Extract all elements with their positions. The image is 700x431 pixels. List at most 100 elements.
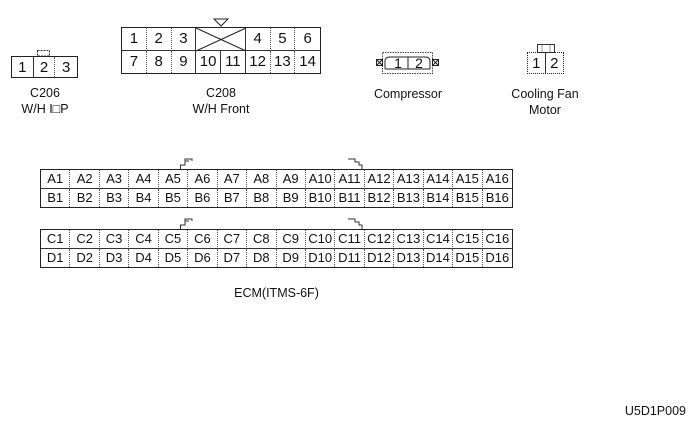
compressor-label: Compressor: [373, 87, 443, 101]
ecm-pin: D5: [159, 248, 189, 267]
ecm-pin: D7: [218, 248, 248, 267]
ecm-pin: C5: [158, 230, 189, 249]
c206-label: C206 W/H I□P: [0, 85, 90, 117]
c208-pin: 11: [221, 50, 246, 73]
c206-pin: 1: [12, 57, 34, 77]
ecm-pin: D15: [453, 248, 483, 267]
ecm-pin: C7: [217, 230, 248, 249]
ecm-pin: D12: [365, 248, 395, 267]
ecm-pin: C14: [423, 230, 454, 249]
ecm-pin: C1: [41, 230, 71, 249]
ecm-pin: C13: [394, 230, 424, 249]
c208-pin: 14: [299, 53, 316, 71]
cooling-fan-label: Cooling Fan Motor: [495, 86, 595, 118]
ecm-pin: A16: [482, 170, 512, 189]
ecm-pin: D4: [129, 248, 159, 267]
compressor-connector-outline: [376, 52, 439, 74]
ecm-pin: B2: [70, 188, 100, 207]
ecm-pin: A14: [423, 170, 454, 189]
ecm-pin: C6: [188, 230, 218, 249]
cooling-fan-name: Cooling Fan: [511, 87, 579, 101]
c208-pin: 10: [196, 50, 221, 73]
c206-name: C206: [30, 86, 60, 100]
ecm-pin: B8: [247, 188, 277, 207]
ecm-pin: B16: [485, 190, 509, 206]
ecm-pin: C11: [335, 230, 365, 249]
ecm-pin: A6: [188, 170, 218, 189]
ecm-label: ECM(ITMS-6F): [234, 286, 319, 300]
c208-pin: 4: [245, 28, 271, 51]
ecm-ab-lock-tab-icon: [348, 158, 363, 169]
c208-name: C208: [206, 86, 236, 100]
c206-lock-tab-icon: [37, 50, 50, 57]
ecm-pin: B3: [100, 188, 130, 207]
ecm-pin: A8: [247, 170, 277, 189]
cooling-fan-pin: 2: [550, 54, 559, 72]
ecm-pin: B9: [277, 188, 306, 207]
ecm-pin: C12: [364, 230, 395, 249]
c206-desc: W/H I□P: [21, 102, 69, 116]
ecm-pin: D10: [306, 248, 336, 267]
ecm-pin: B12: [365, 188, 395, 207]
ecm-pin: A7: [217, 170, 248, 189]
c208-pin: 7: [122, 50, 147, 73]
c206-connector: 1 2 3: [11, 56, 78, 78]
c208-desc: W/H Front: [192, 102, 250, 116]
c208-label: C208 W/H Front: [171, 85, 271, 117]
ecm-pin: D3: [100, 248, 130, 267]
ecm-pin: B4: [129, 188, 159, 207]
ecm-pin: A1: [41, 170, 71, 189]
ecm-pin: D1: [41, 248, 71, 267]
c208-key-triangle-icon: [212, 18, 230, 27]
ecm-cd-lock-tab-icon: [180, 218, 193, 229]
c208-pin: 9: [172, 50, 197, 73]
ecm-pin: C10: [305, 230, 336, 249]
ecm-pin: B5: [159, 188, 189, 207]
ecm-pin: B11: [335, 188, 365, 207]
c208-pin: 13: [271, 50, 296, 73]
c206-pin: 3: [61, 58, 71, 76]
ecm-pin: A12: [364, 170, 395, 189]
ecm-pin: A13: [394, 170, 424, 189]
cooling-fan-name2: Motor: [529, 103, 561, 117]
c208-pin: 3: [171, 28, 197, 51]
ecm-pin: D8: [247, 248, 277, 267]
c208-pin: 6: [295, 28, 320, 51]
c206-pin: 2: [34, 57, 56, 77]
c208-cross-icon: [196, 27, 247, 52]
compressor-pin: 1: [394, 55, 402, 71]
ecm-pin: C2: [70, 230, 100, 249]
c208-pin: 5: [270, 28, 296, 51]
compressor-pin: 2: [415, 55, 423, 71]
ecm-pin: B13: [394, 188, 424, 207]
ecm-pin: D2: [70, 248, 100, 267]
c208-pin: 1: [122, 28, 147, 51]
c208-connector: 1 2 3 4 5 6 7 8 9 10 11 12 13 14: [121, 27, 321, 74]
ecm-pin: A3: [99, 170, 130, 189]
ecm-pin: A5: [158, 170, 189, 189]
ecm-pin: A9: [276, 170, 306, 189]
ecm-pin: C9: [276, 230, 306, 249]
ecm-pin: A11: [335, 170, 365, 189]
cooling-fan-connector: 1 2: [527, 52, 564, 74]
ecm-pin: D13: [394, 248, 424, 267]
ecm-pin: B1: [41, 188, 71, 207]
ecm-ab-lock-tab-icon: [180, 158, 193, 169]
c208-pin: 12: [246, 50, 271, 73]
ecm-pin: D11: [335, 248, 365, 267]
cooling-fan-pin: 1: [528, 53, 546, 73]
figure-code: U5D1P009: [624, 404, 686, 418]
ecm-pin: B10: [306, 188, 336, 207]
ecm-pin: C15: [453, 230, 483, 249]
ecm-cd-lock-tab-icon: [348, 218, 363, 229]
ecm-pin: C16: [482, 230, 512, 249]
ecm-pin: A2: [70, 170, 100, 189]
ecm-pin: B7: [218, 188, 248, 207]
ecm-pin: B14: [424, 188, 454, 207]
c208-pin: 2: [146, 28, 172, 51]
c208-blank-cavity: [196, 27, 247, 52]
ecm-pin: D6: [188, 248, 218, 267]
ecm-pin: B15: [453, 188, 483, 207]
